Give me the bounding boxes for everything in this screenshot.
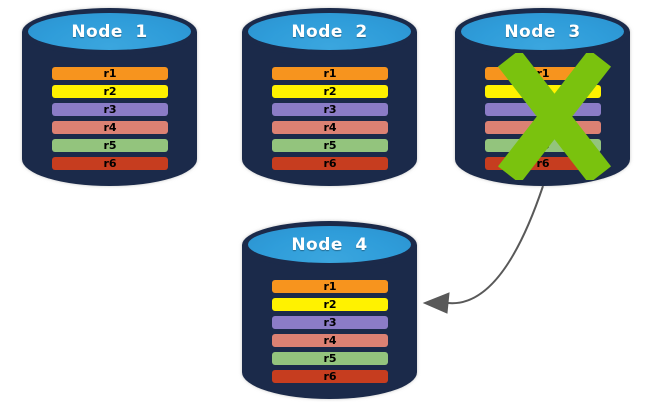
row-r6: r6 (272, 370, 388, 383)
node-1-title: Node 1 (71, 21, 148, 42)
node-3-cylinder-top-face: Node 3 (461, 13, 624, 50)
row-r5: r5 (272, 139, 388, 152)
row-r1: r1 (272, 67, 388, 80)
node-1-cylinder-top-face: Node 1 (28, 13, 191, 50)
row-r3: r3 (272, 103, 388, 116)
node-2-title: Node 2 (291, 21, 368, 42)
row-r2: r2 (272, 298, 388, 311)
row-r6: r6 (52, 157, 168, 170)
node-1: r1 r2 r3 r4 r5 r6 Node 1 (22, 8, 197, 186)
node-1-rows: r1 r2 r3 r4 r5 r6 (52, 67, 168, 175)
row-r5: r5 (52, 139, 168, 152)
node-2-cylinder-top: Node 2 (242, 8, 417, 56)
node-4-rows: r1 r2 r3 r4 r5 r6 (272, 280, 388, 388)
node-3-rows: r1 r2 r3 r4 r5 r6 (485, 67, 601, 175)
node-2-cylinder-top-face: Node 2 (248, 13, 411, 50)
row-r5: r5 (272, 352, 388, 365)
row-r6: r6 (272, 157, 388, 170)
node-4: r1 r2 r3 r4 r5 r6 Node 4 (242, 221, 417, 399)
row-r6: r6 (485, 157, 601, 170)
row-r3: r3 (52, 103, 168, 116)
node-4-cylinder-top-face: Node 4 (248, 226, 411, 263)
failover-arrow (422, 185, 544, 314)
row-r3: r3 (272, 316, 388, 329)
node-3-cylinder-top: Node 3 (455, 8, 630, 56)
node-1-cylinder-top: Node 1 (22, 8, 197, 56)
row-r4: r4 (52, 121, 168, 134)
row-r4: r4 (485, 121, 601, 134)
row-r1: r1 (52, 67, 168, 80)
row-r1: r1 (485, 67, 601, 80)
row-r2: r2 (485, 85, 601, 98)
row-r4: r4 (272, 334, 388, 347)
node-2-rows: r1 r2 r3 r4 r5 r6 (272, 67, 388, 175)
node-2: r1 r2 r3 r4 r5 r6 Node 2 (242, 8, 417, 186)
node-3-title: Node 3 (504, 21, 581, 42)
row-r2: r2 (52, 85, 168, 98)
node-3: r1 r2 r3 r4 r5 r6 Node 3 (455, 8, 630, 186)
row-r4: r4 (272, 121, 388, 134)
row-r5: r5 (485, 139, 601, 152)
node-4-cylinder-top: Node 4 (242, 221, 417, 269)
node-4-title: Node 4 (291, 234, 368, 255)
row-r1: r1 (272, 280, 388, 293)
row-r2: r2 (272, 85, 388, 98)
row-r3: r3 (485, 103, 601, 116)
